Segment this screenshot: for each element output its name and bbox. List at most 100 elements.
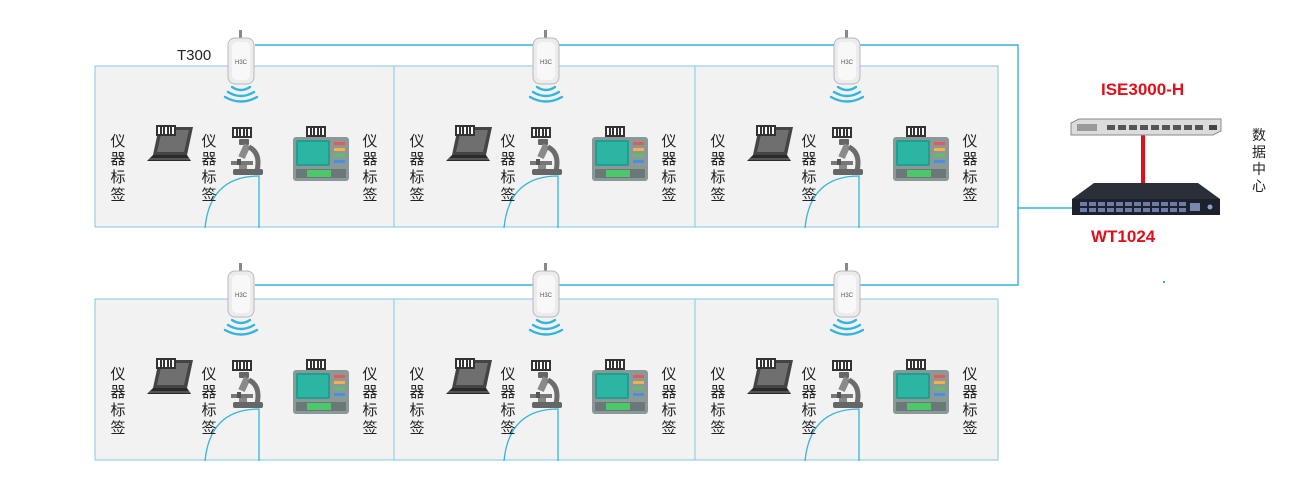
rfid-tag-icon bbox=[455, 358, 475, 369]
analyzer-icon bbox=[293, 370, 349, 414]
switch-label: WT1024 bbox=[1091, 227, 1156, 246]
instrument-tag-label: 仪器标签 bbox=[801, 133, 817, 204]
access-point-body bbox=[227, 262, 255, 318]
server-icon bbox=[1070, 118, 1222, 136]
switch-port bbox=[1170, 202, 1177, 206]
switch-port bbox=[1152, 208, 1159, 212]
switch-port bbox=[1125, 202, 1132, 206]
instrument-tag-label: 仪器标签 bbox=[409, 366, 425, 437]
ap-model-label: T300 bbox=[177, 47, 212, 64]
instrument-tag-label: 仪器标签 bbox=[500, 366, 516, 437]
switch-port bbox=[1134, 202, 1141, 206]
instrument-tag-label: 仪器标签 bbox=[962, 133, 978, 204]
instrument-tag-label: 仪器标签 bbox=[110, 366, 126, 437]
room-3 bbox=[694, 29, 999, 229]
rfid-tag-icon bbox=[455, 125, 475, 136]
server-bay bbox=[1107, 125, 1115, 130]
server-bay bbox=[1129, 125, 1137, 130]
server-panel bbox=[1077, 124, 1097, 131]
switch-port bbox=[1125, 208, 1132, 212]
switch-port bbox=[1179, 208, 1186, 212]
rfid-tag-icon bbox=[306, 126, 326, 137]
rfid-tag-icon bbox=[906, 126, 926, 137]
instrument-tag-label: 仪器标签 bbox=[801, 366, 817, 437]
room-5 bbox=[393, 262, 696, 462]
rfid-tag-icon bbox=[605, 359, 625, 370]
access-point-icon bbox=[833, 29, 861, 85]
server-bay bbox=[1162, 125, 1170, 130]
analyzer-icon bbox=[592, 370, 648, 414]
rfid-tag-icon bbox=[605, 126, 625, 137]
switch-port bbox=[1080, 208, 1087, 212]
rfid-tag-icon bbox=[832, 127, 852, 138]
instrument-tag-label: 仪器标签 bbox=[110, 133, 126, 204]
datacenter-devices bbox=[1070, 118, 1222, 283]
access-point-icon bbox=[532, 262, 560, 318]
switch-top bbox=[1072, 183, 1220, 199]
switch-port bbox=[1098, 208, 1105, 212]
access-point-body bbox=[227, 29, 255, 85]
server-bay bbox=[1173, 125, 1181, 130]
switch-port bbox=[1080, 202, 1087, 206]
access-point-icon bbox=[833, 262, 861, 318]
backbone-link bbox=[255, 44, 1019, 286]
datacenter-label: 数据中心 bbox=[1252, 127, 1266, 194]
instrument-tag-label: 仪器标签 bbox=[201, 366, 217, 437]
switch-port bbox=[1107, 208, 1114, 212]
room-1 bbox=[94, 29, 395, 229]
instrument-tag-label: 仪器标签 bbox=[661, 366, 677, 437]
switch-port bbox=[1107, 202, 1114, 206]
server-bay bbox=[1140, 125, 1148, 130]
room-2 bbox=[393, 29, 696, 229]
analyzer-icon bbox=[893, 370, 949, 414]
server-button bbox=[1209, 125, 1217, 130]
switch-port bbox=[1134, 208, 1141, 212]
rfid-tag-icon bbox=[156, 358, 176, 369]
analyzer-icon bbox=[293, 137, 349, 181]
access-point-icon bbox=[532, 29, 560, 85]
switch-port bbox=[1143, 202, 1150, 206]
switch-port bbox=[1098, 202, 1105, 206]
rfid-tag-icon bbox=[232, 360, 252, 371]
network-links bbox=[255, 44, 1145, 286]
access-point-body bbox=[532, 262, 560, 318]
rfid-tag-icon bbox=[832, 360, 852, 371]
instrument-tag-label: 仪器标签 bbox=[710, 366, 726, 437]
switch-port bbox=[1116, 202, 1123, 206]
server-bay bbox=[1195, 125, 1203, 130]
switch-led bbox=[1207, 204, 1213, 210]
access-point-body bbox=[833, 29, 861, 85]
instrument-tag-label: 仪器标签 bbox=[500, 133, 516, 204]
instrument-tag-label: 仪器标签 bbox=[710, 133, 726, 204]
instrument-tag-label: 仪器标签 bbox=[362, 366, 378, 437]
switch-port bbox=[1161, 208, 1168, 212]
access-point-body bbox=[532, 29, 560, 85]
server-bay bbox=[1184, 125, 1192, 130]
instrument-tag-label: 仪器标签 bbox=[201, 133, 217, 204]
switch-port bbox=[1179, 202, 1186, 206]
rfid-tag-icon bbox=[531, 127, 551, 138]
server-bay bbox=[1151, 125, 1159, 130]
access-point-icon bbox=[227, 29, 255, 85]
access-point-body bbox=[833, 262, 861, 318]
rooms bbox=[94, 29, 999, 462]
rfid-tag-icon bbox=[232, 127, 252, 138]
switch-uplink-port bbox=[1190, 203, 1200, 211]
rfid-tag-icon bbox=[756, 358, 776, 369]
rfid-tag-icon bbox=[906, 359, 926, 370]
rfid-tag-icon bbox=[531, 360, 551, 371]
access-point-icon bbox=[227, 262, 255, 318]
instrument-tag-label: 仪器标签 bbox=[661, 133, 677, 204]
switch-port bbox=[1161, 202, 1168, 206]
instrument-tag-label: 仪器标签 bbox=[362, 133, 378, 204]
rfid-tag-icon bbox=[156, 125, 176, 136]
switch-port bbox=[1116, 208, 1123, 212]
rfid-tag-icon bbox=[306, 359, 326, 370]
switch-port bbox=[1089, 208, 1096, 212]
server-label: ISE3000-H bbox=[1101, 80, 1185, 99]
server-bay bbox=[1118, 125, 1126, 130]
analyzer-icon bbox=[592, 137, 648, 181]
switch-icon bbox=[1072, 183, 1220, 215]
